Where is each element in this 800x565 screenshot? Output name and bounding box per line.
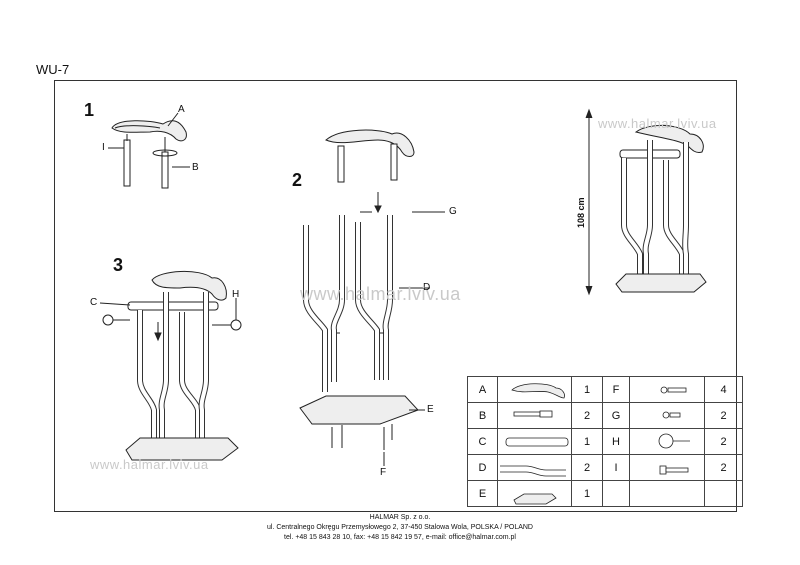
step-3-number: 3 <box>113 255 124 275</box>
part-key: I <box>602 454 630 481</box>
part-key: H <box>602 428 630 455</box>
parts-row: E 1 <box>467 480 743 507</box>
part-key: F <box>602 376 630 403</box>
part-g-icon <box>629 402 705 429</box>
part-e-icon <box>497 480 572 507</box>
part-d-icon <box>497 454 572 481</box>
part-qty: 1 <box>571 480 603 507</box>
company-footer: HALMAR Sp. z o.o. ul. Centralnego Okręgu… <box>0 513 800 543</box>
part-key: B <box>467 402 498 429</box>
part-qty: 2 <box>704 454 743 481</box>
watermark-top-right: www.halmar.lviv.ua <box>598 116 717 131</box>
parts-row: C 1 H 2 <box>467 428 743 455</box>
footer-address: ul. Centralnego Okręgu Przemysłowego 2, … <box>266 524 533 531</box>
part-qty: 2 <box>704 428 743 455</box>
part-h-icon <box>629 428 705 455</box>
step-2-number: 2 <box>292 170 303 190</box>
part-qty: 1 <box>571 428 603 455</box>
label-b: B <box>192 162 199 173</box>
label-e: E <box>427 404 434 415</box>
label-i: I <box>102 142 105 153</box>
height-dimension: 108 cm <box>576 197 586 228</box>
parts-row: D 2 I 2 <box>467 454 743 481</box>
parts-row: B 2 G 2 <box>467 402 743 429</box>
parts-row: A 1 F 4 <box>467 376 743 403</box>
watermark-center: www.halmar.lviv.ua <box>300 284 461 304</box>
parts-table: A 1 F 4 B 2 G 2 C 1 H 2 D 2 I 2 E 1 <box>467 376 743 507</box>
step-1-number: 1 <box>84 100 95 120</box>
part-i-icon <box>629 454 705 481</box>
step3-illustration <box>99 270 242 461</box>
footer-company: HALMAR Sp. z o.o. <box>369 514 431 521</box>
assembled-view <box>585 108 707 296</box>
label-c: C <box>90 297 98 308</box>
part-key: C <box>467 428 498 455</box>
part-qty: 2 <box>571 454 603 481</box>
part-key-empty <box>602 480 630 507</box>
footer-contact: tel. +48 15 843 28 10, fax: +48 15 842 1… <box>284 534 516 541</box>
label-a: A <box>178 104 185 115</box>
step1-illustration <box>108 112 190 189</box>
instruction-frame <box>54 80 737 512</box>
model-code: WU-7 <box>36 62 70 77</box>
part-c-icon <box>497 428 572 455</box>
part-empty-cell <box>629 480 705 507</box>
part-qty: 2 <box>571 402 603 429</box>
label-d: D <box>423 282 431 293</box>
part-b-icon <box>497 402 572 429</box>
part-qty: 2 <box>704 402 743 429</box>
part-f-icon <box>629 376 705 403</box>
part-key: E <box>467 480 498 507</box>
label-h: H <box>232 289 240 300</box>
label-f: F <box>380 467 387 478</box>
step2-illustration <box>299 129 445 466</box>
watermark-bottom-left: www.halmar.lviv.ua <box>90 457 209 472</box>
part-key: D <box>467 454 498 481</box>
label-g: G <box>449 206 457 217</box>
part-key: G <box>602 402 630 429</box>
part-key: A <box>467 376 498 403</box>
part-a-icon <box>497 376 572 403</box>
part-qty: 1 <box>571 376 603 403</box>
part-qty-empty <box>704 480 743 507</box>
part-qty: 4 <box>704 376 743 403</box>
